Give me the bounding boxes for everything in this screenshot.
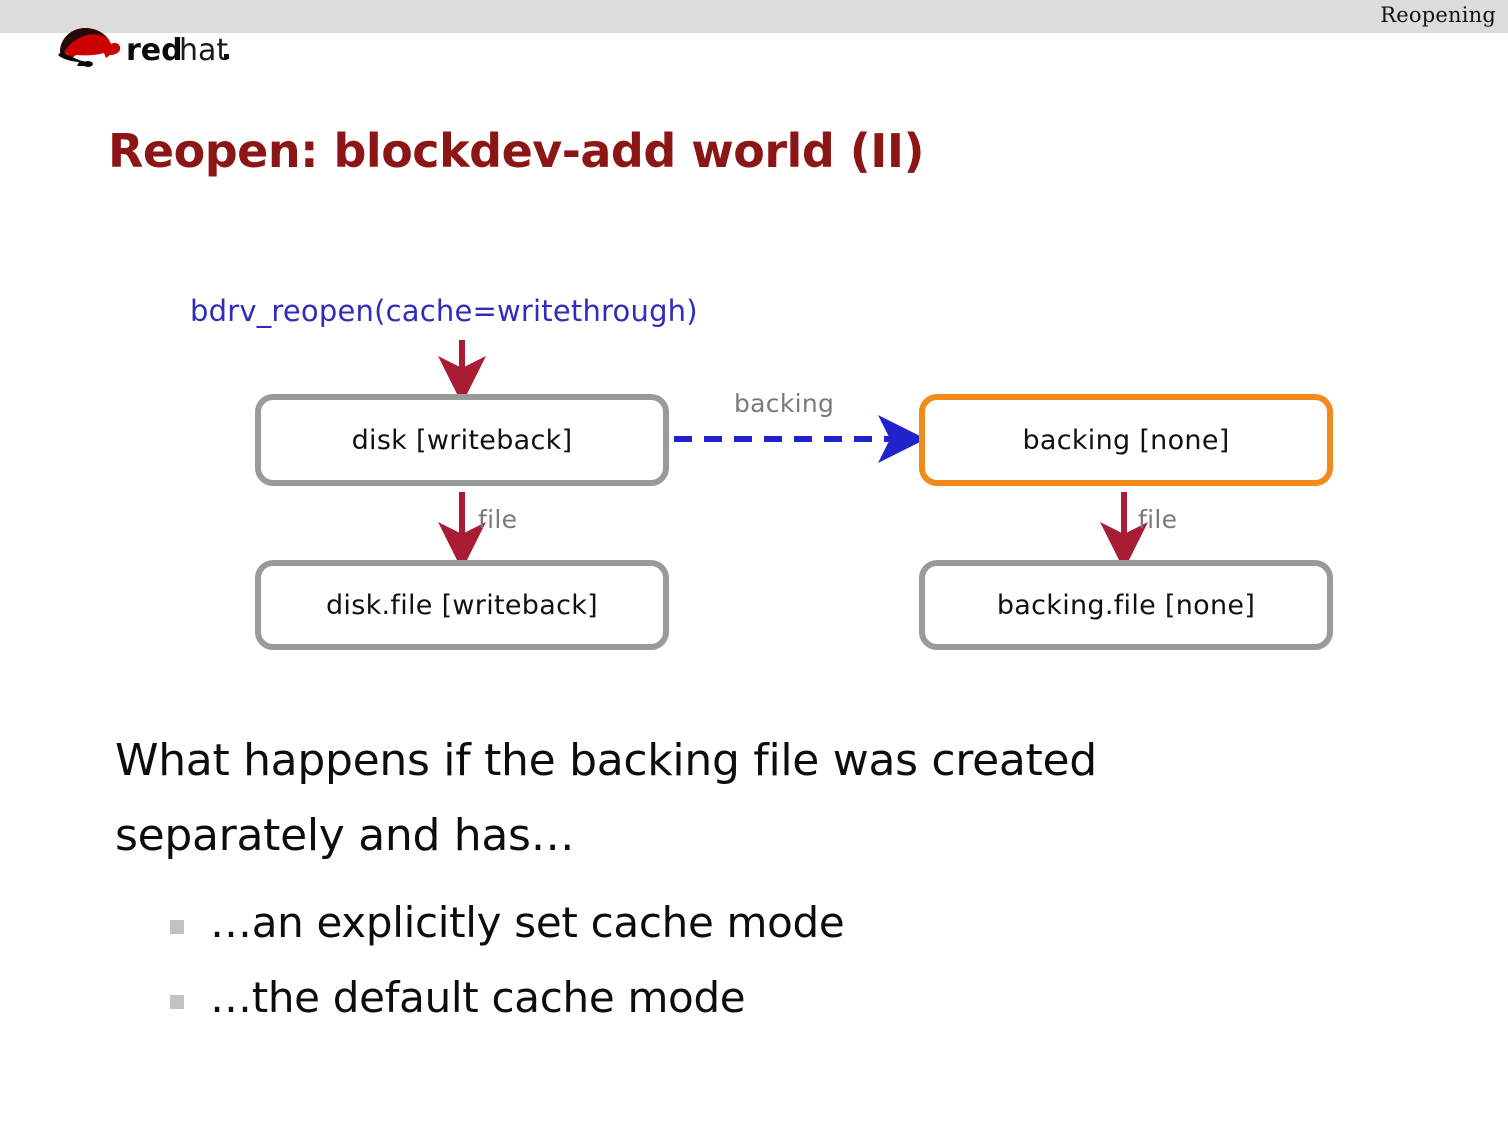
bullet-square-icon [170, 995, 184, 1009]
body-paragraph: What happens if the backing file was cre… [115, 735, 1097, 861]
edge-label-file-right: file [1138, 505, 1178, 534]
node-backing-file[interactable]: backing.file [none] [919, 560, 1333, 650]
bullet-list: …an explicitly set cache mode …the defau… [170, 898, 1320, 1048]
edge-label-file-left: file [478, 505, 518, 534]
logo-dot [224, 54, 229, 59]
reopen-call-label: bdrv_reopen(cache=writethrough) [190, 294, 698, 328]
node-disk-file[interactable]: disk.file [writeback] [255, 560, 669, 650]
logo-word-red: red [126, 33, 183, 68]
redhat-shadowman-icon: red hat [58, 28, 229, 68]
edge-label-backing: backing [734, 389, 835, 418]
bullet-square-icon [170, 920, 184, 934]
section-title: Reopening [1380, 3, 1496, 27]
diagram-connectors [438, 340, 1148, 570]
logo-word-hat: hat [179, 33, 228, 68]
node-backing[interactable]: backing [none] [919, 394, 1333, 486]
list-item: …an explicitly set cache mode [170, 898, 1320, 947]
list-item: …the default cache mode [170, 973, 1320, 1022]
node-disk[interactable]: disk [writeback] [255, 394, 669, 486]
page-title: Reopen: blockdev-add world (II) [108, 124, 925, 178]
block-graph-diagram: bdrv_reopen(cache=writethrough) disk [wr… [190, 294, 1333, 650]
redhat-logo: red hat [46, 22, 246, 70]
header-bar [0, 0, 1508, 33]
list-item-label: …the default cache mode [210, 973, 746, 1022]
list-item-label: …an explicitly set cache mode [210, 898, 845, 947]
